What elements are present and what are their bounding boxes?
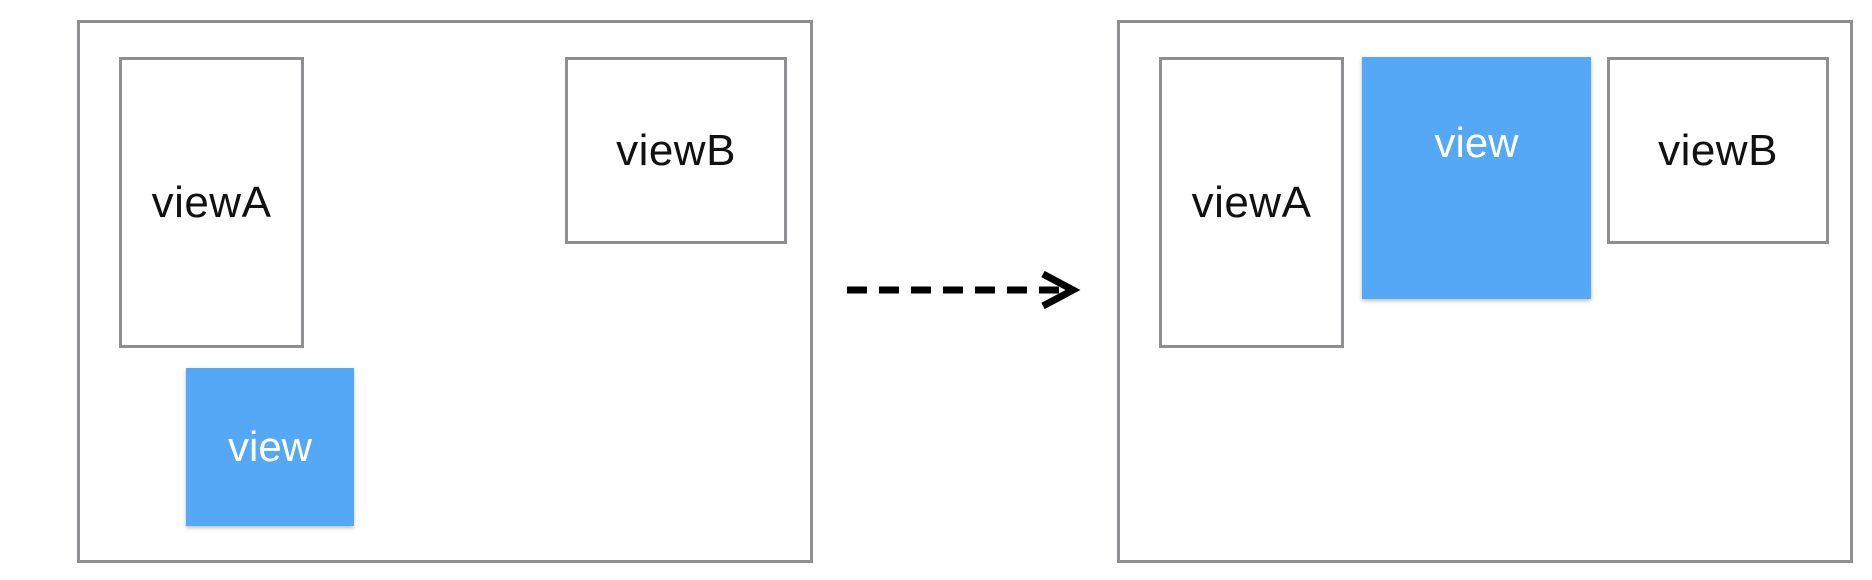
before-view-label: view	[227, 423, 313, 470]
after-viewA-box: viewA	[1159, 57, 1344, 348]
dashed-arrow-icon	[847, 270, 1081, 310]
before-viewB-box: viewB	[565, 57, 787, 244]
before-panel: viewA viewB view	[77, 20, 813, 563]
after-view-label: view	[1434, 119, 1519, 166]
arrow-head	[1041, 270, 1081, 310]
after-viewB-label: viewB	[1658, 125, 1778, 175]
before-viewB-label: viewB	[616, 125, 736, 175]
after-view-box: view	[1362, 57, 1591, 299]
after-panel: viewA view viewB	[1117, 20, 1853, 563]
before-viewA-label: viewA	[151, 177, 272, 227]
before-view-box: view	[186, 368, 354, 526]
before-viewA-box: viewA	[119, 57, 304, 348]
after-viewB-box: viewB	[1607, 57, 1829, 244]
after-viewA-label: viewA	[1191, 177, 1312, 227]
